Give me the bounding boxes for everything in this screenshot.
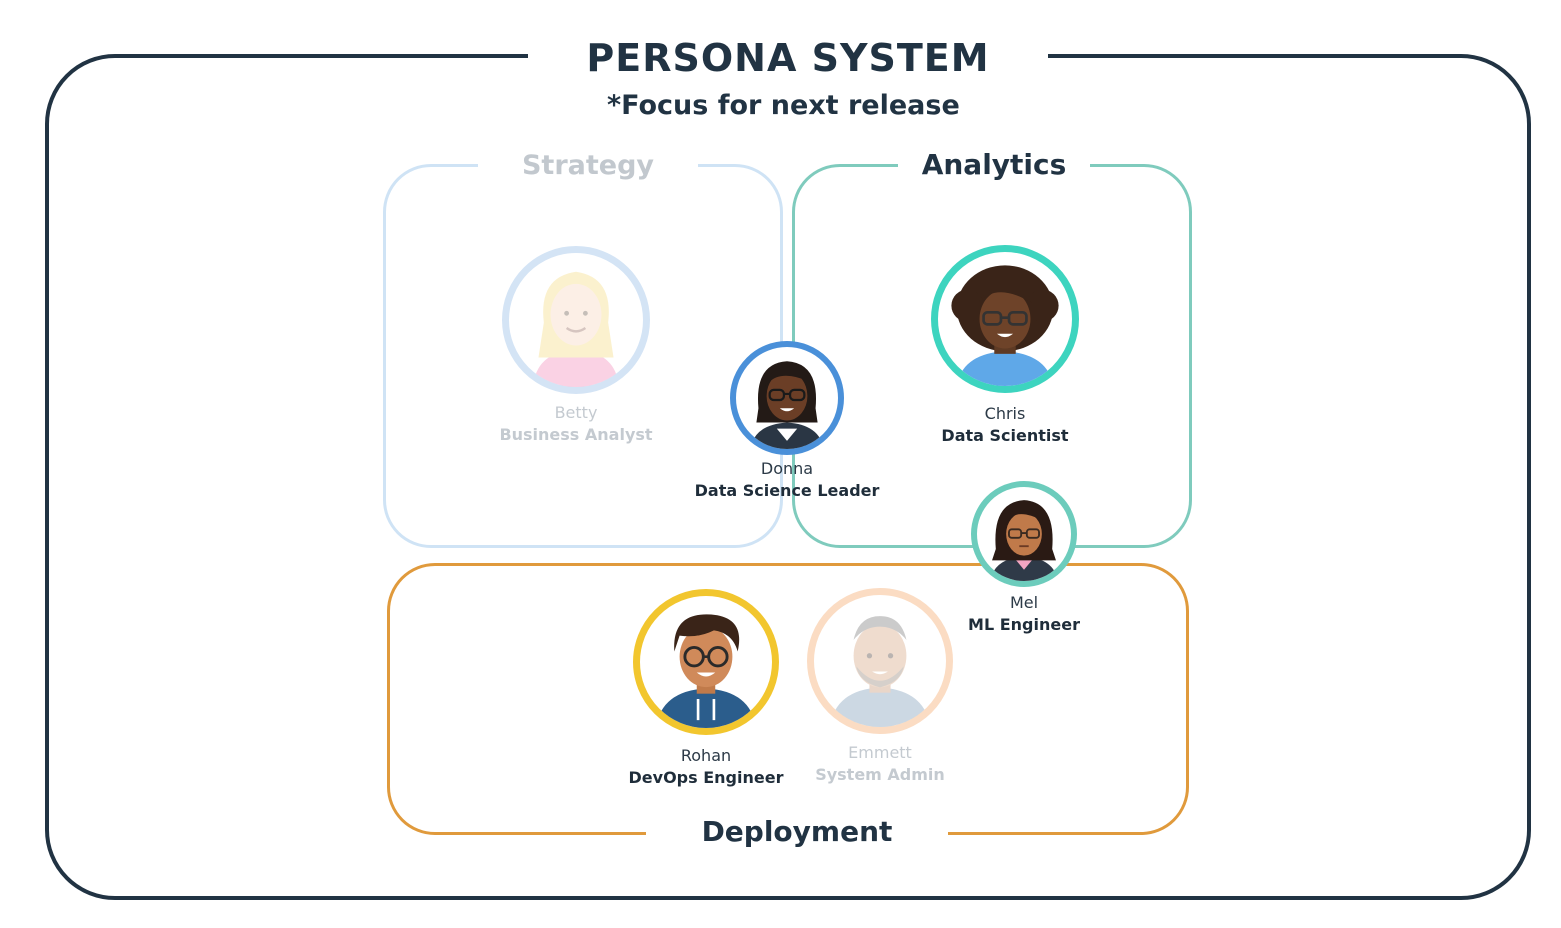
persona-donna: Donna Data Science Leader [687, 341, 887, 502]
mel-avatar-icon [990, 500, 1058, 581]
chris-avatar-icon [951, 265, 1059, 386]
rohan-role: DevOps Engineer [628, 768, 784, 787]
donna-name: Donna [760, 459, 814, 478]
mel-name: Mel [1009, 593, 1039, 612]
rohan-avatar-icon [655, 614, 757, 728]
chris-name: Chris [984, 404, 1026, 423]
emmett-role: System Admin [815, 765, 945, 784]
betty-name: Betty [554, 403, 598, 422]
rohan-name: Rohan [680, 746, 732, 765]
group-label-analytics: Analytics [921, 148, 1067, 181]
emmett-avatar [807, 588, 953, 734]
mel-role: ML Engineer [968, 615, 1080, 634]
strategy-label-gap [478, 158, 698, 172]
donna-avatar [730, 341, 844, 455]
deployment-label-gap [646, 826, 948, 842]
group-label-deployment: Deployment [701, 815, 893, 848]
persona-chris: Chris Data Scientist [905, 245, 1105, 447]
donna-avatar-icon [750, 361, 824, 449]
emmett-avatar-icon [829, 616, 931, 727]
chris-avatar [931, 245, 1079, 393]
betty-role: Business Analyst [499, 425, 653, 444]
page-title: PERSONA SYSTEM [586, 36, 990, 80]
betty-avatar [502, 246, 650, 394]
persona-betty: Betty Business Analyst [476, 246, 676, 446]
persona-rohan: Rohan DevOps Engineer [606, 589, 806, 789]
group-label-strategy: Strategy [521, 150, 655, 181]
emmett-name: Emmett [848, 743, 912, 762]
page-subtitle: *Focus for next release [607, 90, 960, 121]
rohan-avatar [633, 589, 779, 735]
persona-mel: Mel ML Engineer [924, 481, 1124, 636]
persona-emmett: Emmett System Admin [780, 588, 980, 786]
chris-role: Data Scientist [941, 426, 1069, 445]
frame-title-gap [528, 48, 1048, 64]
donna-role: Data Science Leader [694, 481, 880, 500]
analytics-label-gap [898, 158, 1090, 172]
betty-avatar-icon [533, 271, 619, 387]
mel-avatar [971, 481, 1077, 587]
